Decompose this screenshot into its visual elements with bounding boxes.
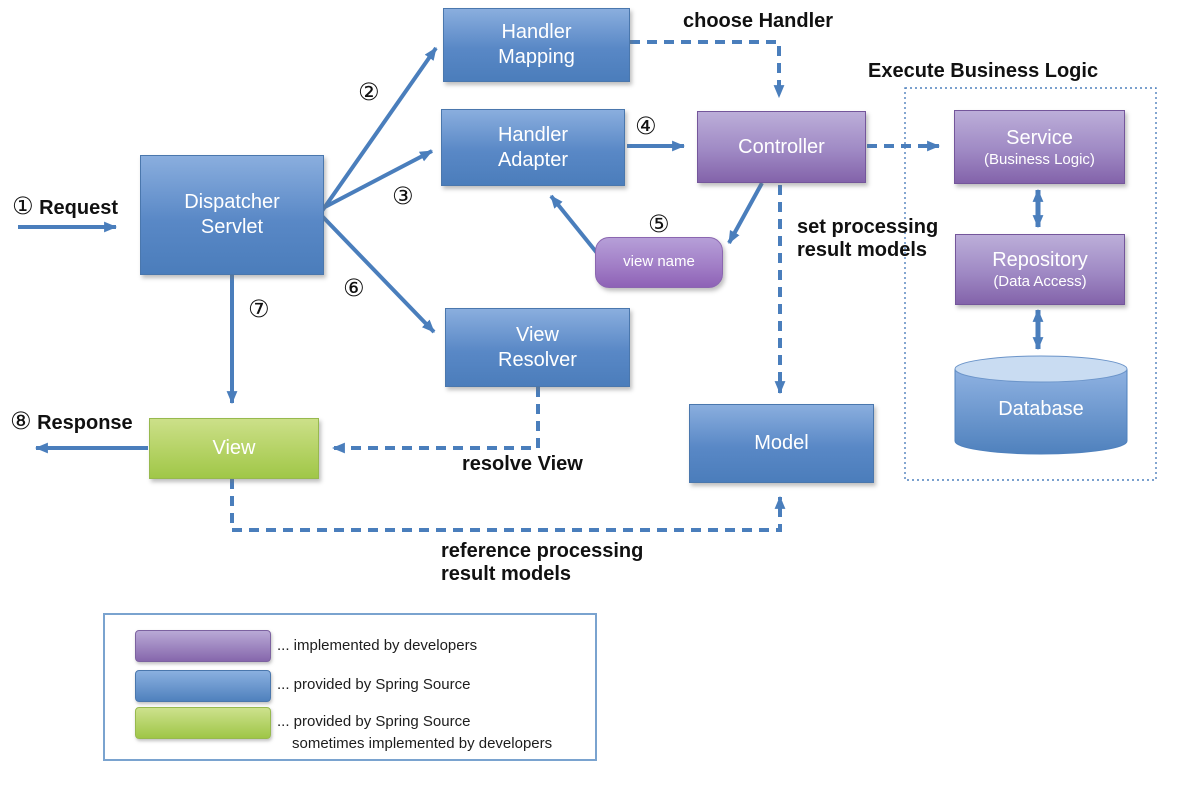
label-line: result models xyxy=(797,239,928,261)
arrow-resolver-to-view xyxy=(331,387,540,454)
node-dispatcher-servlet: Dispatcher Servlet xyxy=(140,155,324,275)
arrow-choose-handler xyxy=(630,40,785,99)
label-line: set processing xyxy=(797,216,939,238)
node-label: Handler Mapping xyxy=(498,21,575,68)
node-label: Handler Adapter xyxy=(497,123,569,171)
node-sublabel: (Data Access) xyxy=(993,273,1087,291)
node-label: Service xyxy=(1006,126,1073,149)
node-view: View xyxy=(149,418,319,479)
node-label: View xyxy=(212,437,256,459)
legend: ... implemented by developers ... provid… xyxy=(103,613,597,761)
step-5-marker: ⑤ xyxy=(648,210,670,238)
node-label: view name xyxy=(623,253,695,271)
node-handler-mapping: Handler Mapping xyxy=(443,8,630,82)
step-number: ① xyxy=(12,192,34,220)
node-model: Model xyxy=(689,404,874,483)
arrow-view-name-to-adapter xyxy=(549,194,599,255)
step-response: ⑧ Response xyxy=(10,407,133,435)
step-2-marker: ② xyxy=(358,78,380,106)
step-6-marker: ⑥ xyxy=(343,274,365,302)
label-set-processing: set processing result models xyxy=(797,216,938,262)
node-label: View Resolver xyxy=(498,323,577,371)
label-line: result models xyxy=(441,563,572,585)
node-label: Controller xyxy=(738,135,825,158)
node-service: Service (Business Logic) xyxy=(954,110,1125,184)
node-view-name: view name xyxy=(595,237,723,288)
label-resolve-view: resolve View xyxy=(462,453,583,475)
step-3-marker: ③ xyxy=(392,182,414,210)
arrow-dispatcher-to-view-resolver xyxy=(320,214,436,334)
legend-label: ... implemented by developers xyxy=(277,637,478,654)
node-repository: Repository (Data Access) xyxy=(955,234,1125,305)
label-execute-business-logic: Execute Business Logic xyxy=(868,60,1099,82)
arrow-dispatcher-to-handler-adapter xyxy=(322,149,433,210)
legend-swatch-green xyxy=(135,707,271,739)
label-reference-processing: reference processing result models xyxy=(441,540,643,586)
node-controller: Controller xyxy=(697,111,866,183)
legend-label-secondary: sometimes implemented by developers xyxy=(292,735,553,752)
arrow-controller-to-view-name xyxy=(727,182,764,244)
step-7-marker: ⑦ xyxy=(248,295,270,323)
step-4-marker: ④ xyxy=(635,112,657,140)
node-view-resolver: View Resolver xyxy=(445,308,630,387)
label-line: reference processing xyxy=(441,540,644,562)
node-database-label: Database xyxy=(998,398,1084,420)
node-handler-adapter: Handler Adapter xyxy=(441,109,625,186)
legend-label: ... provided by Spring Source xyxy=(277,713,471,730)
arrow-view-to-model xyxy=(230,479,786,532)
database-cylinder-top xyxy=(954,355,1128,383)
label-choose-handler: choose Handler xyxy=(683,10,834,32)
node-label: Repository xyxy=(992,249,1088,272)
legend-label: ... provided by Spring Source xyxy=(277,676,471,693)
step-label: Request xyxy=(39,197,118,219)
legend-swatch-purple xyxy=(135,630,271,662)
legend-swatch-blue xyxy=(135,670,271,702)
arrow-dispatcher-to-handler-mapping xyxy=(320,46,438,213)
node-label: Model xyxy=(754,432,809,454)
node-label: Dispatcher Servlet xyxy=(184,191,280,238)
step-request: ① Request xyxy=(12,192,118,220)
step-number: ⑧ xyxy=(10,407,32,435)
step-label: Response xyxy=(37,412,133,434)
node-sublabel: (Business Logic) xyxy=(984,150,1095,168)
